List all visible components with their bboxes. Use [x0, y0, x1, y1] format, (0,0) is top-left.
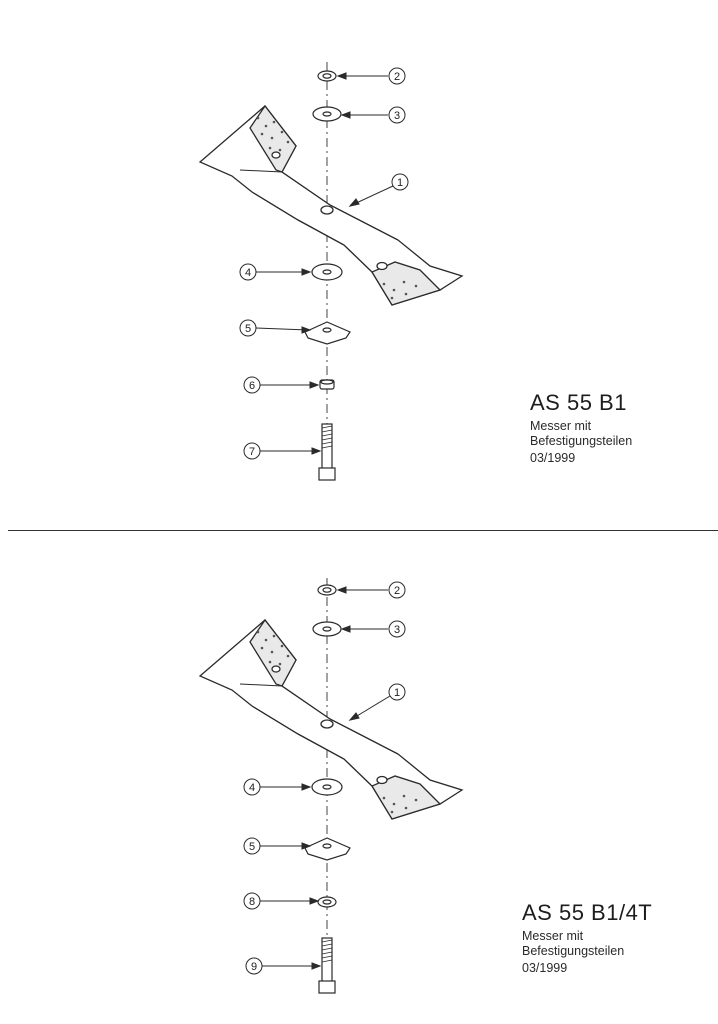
callout-part-4: 4: [239, 263, 312, 281]
description-line-1: Messer mit: [522, 929, 584, 944]
callout-part-2: 2: [336, 581, 406, 599]
callout-part-2: 2: [336, 67, 406, 85]
svg-text:3: 3: [394, 110, 400, 122]
svg-text:9: 9: [251, 961, 257, 973]
svg-text:5: 5: [245, 323, 251, 335]
exploded-diagram-top: 2 3 1 4: [198, 62, 632, 481]
lock-nut-part-6: [319, 379, 335, 390]
callout-part-9: 9: [245, 957, 322, 975]
callout-part-1: 1: [348, 683, 406, 721]
washer-part-3: [312, 106, 342, 122]
washer-part-4: [311, 778, 343, 796]
model-title: AS 55 B1: [530, 390, 627, 415]
callout-part-1: 1: [348, 173, 409, 207]
spring-washer-part-5: [304, 837, 351, 861]
svg-text:7: 7: [249, 446, 255, 458]
bolt-part-9: [318, 937, 336, 994]
model-title: AS 55 B1/4T: [522, 900, 653, 925]
svg-text:1: 1: [394, 687, 400, 699]
svg-text:8: 8: [249, 896, 255, 908]
description-line-2: Befestigungsteilen: [530, 433, 633, 448]
description-line-1: Messer mit: [530, 419, 592, 434]
page-divider: [8, 530, 718, 531]
svg-text:6: 6: [249, 380, 255, 392]
svg-text:5: 5: [249, 841, 255, 853]
svg-text:3: 3: [394, 624, 400, 636]
washer-part-4: [311, 263, 343, 281]
date-label: 03/1999: [530, 451, 576, 466]
washer-part-3: [312, 621, 342, 637]
bolt-part-7: [318, 423, 336, 481]
blade-assembly-drawing: 2 3 1 4: [198, 578, 464, 994]
svg-text:4: 4: [249, 782, 255, 794]
caption-block-top: AS 55 B1 Messer mit Befestigungsteilen 0…: [530, 390, 632, 465]
spring-washer-part-5: [304, 321, 351, 345]
nut-part-8: [317, 896, 337, 908]
blade-part: [198, 618, 464, 820]
date-label: 03/1999: [522, 961, 568, 976]
callout-part-7: 7: [243, 442, 322, 460]
callout-part-4: 4: [243, 778, 312, 796]
callout-part-5: 5: [239, 319, 312, 337]
svg-text:1: 1: [397, 177, 403, 189]
callout-part-6: 6: [243, 376, 320, 394]
description-line-2: Befestigungsteilen: [522, 943, 625, 958]
exploded-diagram-bottom: 2 3 1 4: [0, 512, 718, 1024]
callout-part-3: 3: [340, 106, 406, 124]
nut-part-2: [317, 70, 337, 82]
caption-block-bottom: AS 55 B1/4T Messer mit Befestigungsteile…: [522, 900, 652, 975]
callout-part-8: 8: [243, 892, 320, 910]
callout-part-3: 3: [340, 620, 406, 638]
blade-assembly-drawing: 2 3 1 4: [198, 62, 464, 481]
nut-part-2: [317, 584, 337, 596]
svg-text:2: 2: [394, 71, 400, 83]
callout-part-5: 5: [243, 837, 312, 855]
svg-text:4: 4: [245, 267, 251, 279]
blade-part: [198, 104, 464, 306]
svg-text:2: 2: [394, 585, 400, 597]
